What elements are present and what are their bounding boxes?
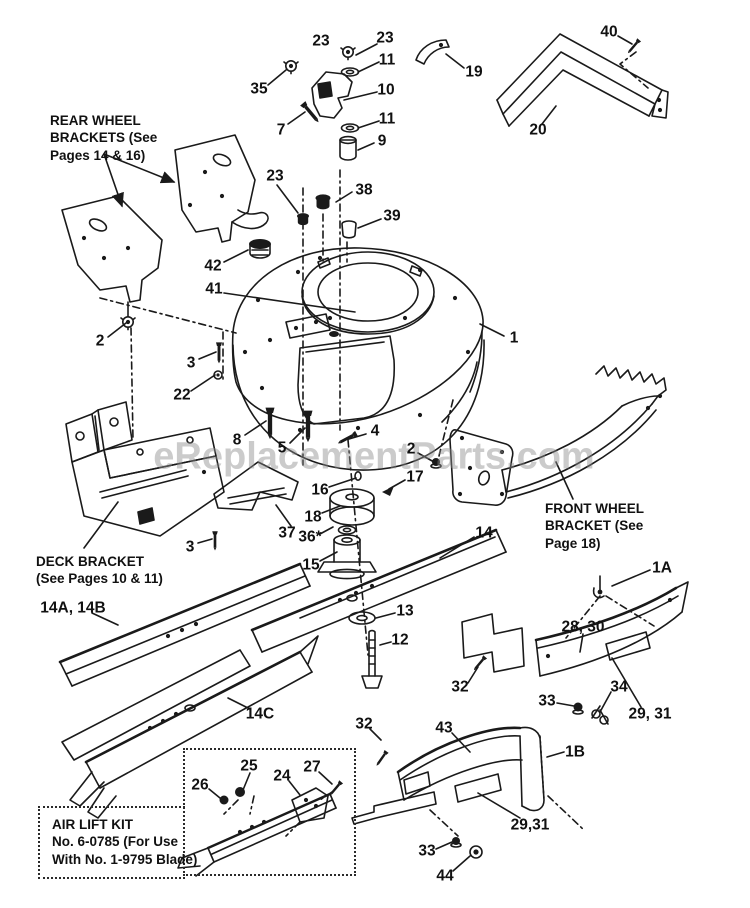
callout-28-30: 28, 30	[561, 618, 605, 636]
callout-43: 43	[435, 719, 453, 737]
callout-23-b: 23	[376, 29, 394, 47]
blade-14ab	[58, 562, 311, 687]
callout-39: 39	[383, 207, 401, 225]
callout-2-b: 2	[406, 440, 416, 458]
callout-20: 20	[529, 121, 547, 139]
deck-bracket	[65, 401, 225, 537]
callout-22: 22	[173, 386, 191, 404]
leader-lines	[83, 35, 651, 872]
callout-3-a: 3	[186, 354, 196, 372]
rear-wheel-brackets	[61, 134, 269, 331]
caster-bracket-assembly	[283, 45, 360, 161]
callout-4: 4	[370, 422, 380, 440]
callout-32-a: 32	[451, 678, 469, 696]
callout-33-b: 33	[418, 842, 436, 860]
callout-34: 34	[610, 678, 628, 696]
bracket-19	[415, 39, 450, 65]
callout-25: 25	[240, 757, 258, 775]
callout-26: 26	[191, 776, 209, 794]
callout-17: 17	[406, 468, 424, 486]
callout-10: 10	[377, 81, 395, 99]
callout-1: 1	[509, 329, 519, 347]
deck-housing	[213, 193, 485, 471]
callout-40: 40	[600, 23, 618, 41]
callout-18: 18	[304, 508, 322, 526]
callout-41: 41	[205, 280, 223, 298]
front-wheel-bracket	[449, 365, 667, 506]
lower-baffle-43	[351, 726, 545, 859]
note-air-lift-kit: AIR LIFT KIT No. 6-0785 (For Use With No…	[52, 817, 198, 867]
callout-14c: 14C	[245, 705, 275, 723]
callout-8: 8	[232, 431, 242, 449]
callout-12: 12	[391, 631, 409, 649]
callout-7: 7	[276, 121, 286, 139]
callout-24: 24	[273, 767, 291, 785]
callout-9: 9	[377, 132, 387, 150]
callout-23-c: 23	[266, 167, 284, 185]
callout-1a: 1A	[652, 559, 672, 577]
note-rear-wheel-brackets: REAR WHEEL BRACKETS (See Pages 14 & 16)	[50, 113, 158, 163]
callout-44: 44	[436, 867, 454, 885]
callout-11-a: 11	[378, 51, 396, 69]
callout-35: 35	[250, 80, 268, 98]
upper-baffle-28-30	[461, 575, 689, 725]
callout-36: 36*	[298, 528, 322, 546]
air-lift-kit-box	[183, 748, 356, 876]
callout-38: 38	[355, 181, 373, 199]
construction-lines	[99, 51, 655, 837]
watermark: eReplacementParts.com	[153, 435, 595, 478]
callout-27: 27	[303, 758, 321, 776]
air-lift-kit-text-box	[38, 806, 185, 879]
callout-2-a: 2	[95, 332, 105, 350]
callout-19: 19	[465, 63, 483, 81]
rail-20	[496, 33, 669, 127]
callout-29-31-a: 29, 31	[628, 705, 672, 723]
bolt-12-washer-13	[348, 611, 383, 689]
callout-13: 13	[396, 602, 414, 620]
callout-42: 42	[204, 257, 222, 275]
callout-23-a: 23	[312, 32, 330, 50]
note-front-wheel-bracket: FRONT WHEEL BRACKET (See Page 18)	[545, 501, 644, 551]
callout-14a-14b: 14A, 14B	[40, 599, 106, 617]
callout-1b: 1B	[565, 743, 585, 761]
callout-14: 14	[475, 524, 493, 542]
callout-16: 16	[311, 481, 329, 499]
note-deck-bracket: DECK BRACKET (See Pages 10 & 11)	[36, 554, 163, 587]
callout-37: 37	[278, 524, 296, 542]
blade-14	[250, 528, 507, 653]
callout-3-b: 3	[185, 538, 195, 556]
callout-5: 5	[277, 439, 287, 457]
callout-29-31-b: 29,31	[510, 816, 550, 834]
callout-32-b: 32	[355, 715, 373, 733]
callout-33-a: 33	[538, 692, 556, 710]
blade-14c	[61, 635, 319, 819]
callout-15: 15	[302, 556, 320, 574]
callout-11-b: 11	[378, 110, 396, 128]
